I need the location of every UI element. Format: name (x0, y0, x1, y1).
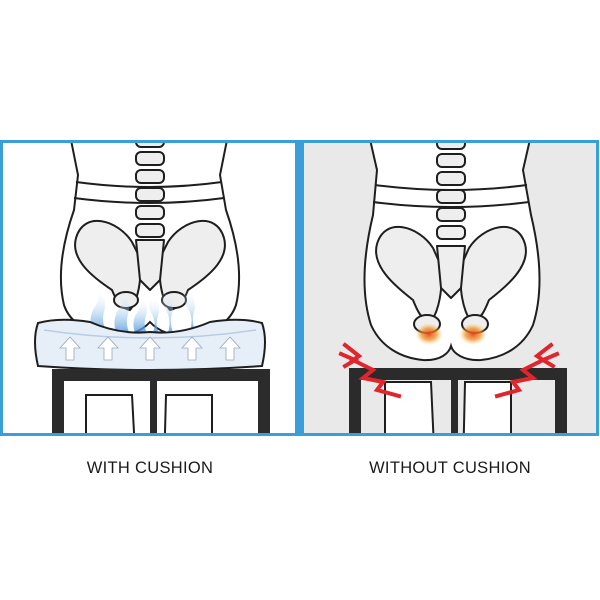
with-cushion-panel (0, 140, 298, 436)
legs (85, 394, 213, 436)
pain-zigzag-icon (338, 342, 560, 399)
spine (436, 140, 466, 240)
pressure-point-icon (415, 323, 487, 345)
panel-frame (0, 140, 298, 436)
without-cushion-illustration (301, 140, 599, 436)
spine (135, 140, 165, 238)
without-cushion-panel (301, 140, 599, 436)
pelvis-bone (74, 219, 226, 311)
without-cushion-caption: WITHOUT CUSHION (369, 459, 531, 477)
chair (349, 368, 567, 436)
with-cushion-illustration (0, 140, 298, 436)
pelvis-bone (375, 225, 527, 334)
torso (59, 140, 241, 338)
support-arrows-icon (59, 336, 241, 361)
chair (52, 369, 270, 436)
panel-divider (298, 140, 301, 436)
panel-frame (301, 140, 599, 436)
with-cushion-caption: WITH CUSHION (86, 459, 214, 477)
waistband (73, 181, 225, 204)
